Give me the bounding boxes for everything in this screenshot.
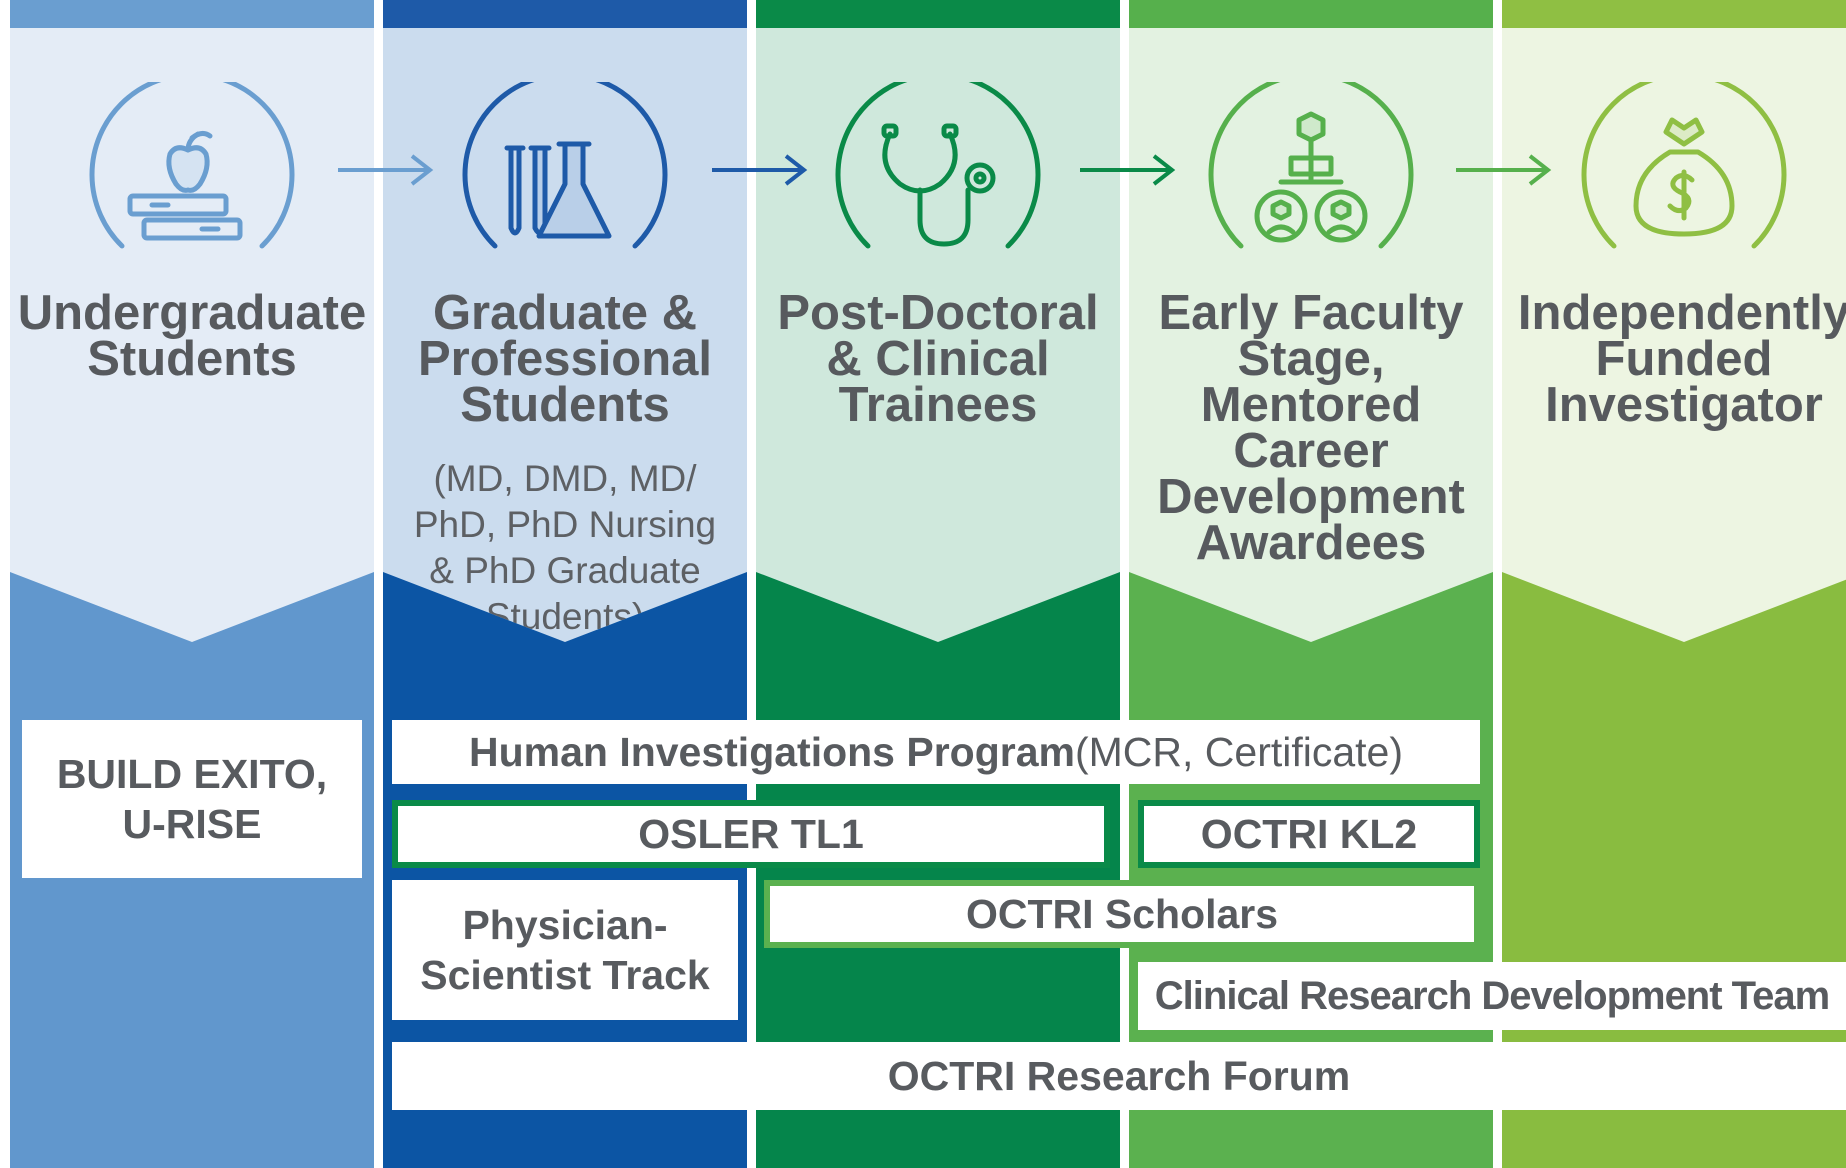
arrow-right-icon [338,154,434,186]
stage-top-bar [1502,0,1846,28]
program-label: OCTRI Research Forum [887,1053,1351,1099]
stage-header-chevron: Graduate & Professional Students (MD, DM… [383,28,747,642]
stage-header-chevron: Undergraduate Students [10,28,374,642]
stage-top-bar [10,0,374,28]
program-label: Physician- Scientist Track [420,902,710,998]
program-label: Clinical Research Development Team [1154,974,1830,1018]
apple-books-icon [89,82,295,249]
stage-top-bar [756,0,1120,28]
program-octri-kl2: OCTRI KL2 [1138,800,1480,868]
program-label: OSLER TL1 [638,811,864,857]
stage-title: Post-Doctoral & Clinical Trainees [777,286,1099,432]
program-build-exito: BUILD EXITO, U-RISE [22,720,362,878]
arrow-right-icon [712,154,808,186]
program-label: OCTRI Scholars [965,891,1279,937]
stage-postdoc: Post-Doctoral & Clinical Trainees [756,0,1120,1168]
stage-title: Early Faculty Stage, Mentored Career Dev… [1157,286,1465,570]
stage-title: Independently Funded Investigator [1517,286,1846,432]
program-human-investigations: Human Investigations Program (MCR, Certi… [392,720,1480,784]
program-label-bold: Human Investigations Program [468,729,1075,775]
stage-header-chevron: Independently Funded Investigator [1502,28,1846,642]
stage-title: Undergraduate Students [17,286,367,386]
program-physician-scientist: Physician- Scientist Track [392,880,738,1020]
stage-subtitle: (MD, DMD, MD/ PhD, PhD Nursing & PhD Gra… [413,458,717,637]
program-octri-scholars: OCTRI Scholars [764,880,1480,948]
stage-top-bar [383,0,747,28]
program-label: OCTRI KL2 [1200,811,1418,857]
money-bag-icon [1581,82,1787,249]
stage-header-chevron: Post-Doctoral & Clinical Trainees [756,28,1120,642]
program-octri-research-forum: OCTRI Research Forum [392,1042,1846,1110]
stage-undergraduate: Undergraduate Students [10,0,374,1168]
test-tubes-flask-icon [462,82,668,249]
stethoscope-icon [835,82,1041,249]
program-label-detail: (MCR, Certificate) [1074,729,1404,775]
arrow-right-icon [1080,154,1176,186]
stage-title: Graduate & Professional Students [417,286,713,432]
stage-header-chevron: Early Faculty Stage, Mentored Career Dev… [1129,28,1493,642]
program-osler-tl1: OSLER TL1 [392,800,1110,868]
program-clinical-research-dev-team: Clinical Research Development Team [1138,962,1846,1030]
program-label: BUILD EXITO, U-RISE [56,751,328,847]
mentor-group-icon [1208,82,1414,249]
arrow-right-icon [1456,154,1552,186]
stage-top-bar [1129,0,1493,28]
